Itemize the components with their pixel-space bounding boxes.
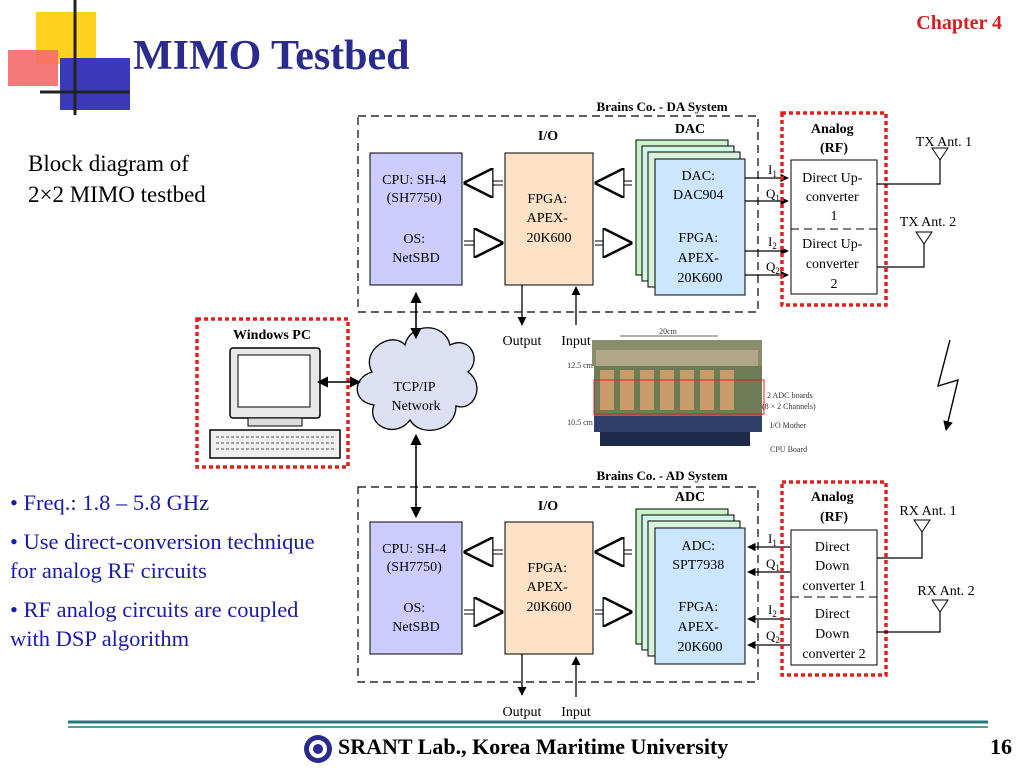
ad-adc-label: ADC (675, 490, 705, 505)
ad-input-label: Input (561, 705, 591, 720)
windows-pc-label: Windows PC (233, 328, 311, 343)
analog-rx-frame (780, 480, 888, 677)
ad-system-title: Brains Co. - AD System (596, 468, 727, 483)
ad-system-frame (357, 486, 759, 683)
svg-text:I2: I2 (768, 234, 777, 251)
keyboard-icon (209, 429, 341, 459)
bullet-item: • Freq.: 1.8 – 5.8 GHz (10, 490, 210, 515)
tx-antenna-2-icon (915, 231, 933, 245)
tcpip-network: TCP/IP Network (316, 291, 478, 519)
chapter-label: Chapter 4 (916, 12, 1002, 34)
svg-text:Q1: Q1 (766, 556, 780, 573)
bullet-list: • Freq.: 1.8 – 5.8 GHz • Use direct-conv… (10, 488, 340, 663)
slide-title: MIMO Testbed (133, 33, 410, 79)
analog-tx-frame (780, 111, 888, 307)
network-label: TCP/IP Network (392, 380, 441, 414)
rx-ant-1-label: RX Ant. 1 (899, 504, 956, 519)
svg-text:I1: I1 (768, 162, 777, 179)
da-cpu-box (369, 152, 463, 286)
upconverter-2-text: Direct Up- converter 2 (802, 237, 866, 292)
corner-decoration (8, 0, 130, 115)
rx-ant-2-label: RX Ant. 2 (917, 584, 974, 599)
ad-fpga-text: FPGA: APEX- 20K600 (526, 561, 571, 615)
network-cloud-icon (356, 327, 478, 431)
ad-cpu-box (369, 521, 463, 655)
analog-rx-title: Analog (RF) (811, 490, 857, 525)
upconverter-box (790, 159, 878, 295)
footer-lab-name: SRANT Lab., Korea Maritime University (338, 734, 729, 759)
ad-system: Brains Co. - AD System I/O ADC CPU: SH-4… (357, 468, 759, 720)
ad-adc-card (654, 527, 746, 665)
downconverter-1-text: Direct Down converter 1 (802, 540, 865, 594)
analog-rx: Analog (RF) Direct Down converter 1 Dire… (780, 480, 975, 677)
tx-ant-2-label: TX Ant. 2 (900, 215, 956, 230)
description-line-2: 2×2 MIMO testbed (28, 182, 206, 207)
da-output-label: Output (503, 334, 542, 349)
analog-tx: Analog (RF) Direct Up- converter 1 Direc… (780, 111, 972, 307)
svg-text:I1: I1 (768, 531, 777, 548)
page-number: 16 (990, 734, 1012, 759)
windows-pc: Windows PC (195, 317, 350, 469)
photo-adc-boards-label: 2 ADC boards (8 × 2 Channels) (762, 391, 816, 411)
da-system: Brains Co. - DA System I/O DAC CPU: SH-4… (357, 99, 759, 349)
bullet-item: • RF analog circuits are coupled with DS… (10, 597, 299, 651)
svg-text:12.5 cm: 12.5 cm (567, 361, 594, 370)
windows-pc-frame (195, 317, 350, 469)
description-line-1: Block diagram of (28, 151, 189, 176)
da-dac-text: DAC: DAC904 FPGA: APEX- 20K600 (673, 169, 727, 286)
svg-text:20cm: 20cm (659, 327, 678, 336)
svg-text:10.5 cm: 10.5 cm (567, 418, 594, 427)
tx-antenna-1-icon (931, 147, 949, 161)
da-system-title: Brains Co. - DA System (596, 99, 727, 114)
rx-antenna-2-icon (931, 599, 949, 613)
svg-text:Q1: Q1 (766, 186, 780, 203)
wireless-link-icon (937, 339, 959, 431)
ad-cpu-text: CPU: SH-4 (SH7750) OS: NetSBD (382, 542, 450, 635)
da-dac-label: DAC (675, 122, 705, 137)
downconverter-2-text: Direct Down converter 2 (802, 607, 865, 662)
da-fpga-text: FPGA: APEX- 20K600 (526, 192, 571, 246)
rx-antenna-1-icon (913, 519, 931, 533)
da-system-frame (357, 115, 759, 313)
bullet-item: • Use direct-conversion technique for an… (10, 529, 315, 583)
diagram-description: Block diagram of 2×2 MIMO testbed (28, 148, 206, 210)
da-io-label: I/O (538, 129, 558, 144)
upconverter-1-text: Direct Up- converter 1 (802, 171, 866, 224)
svg-text:I2: I2 (768, 602, 777, 619)
testbed-photo: 20cm 12.5 cm 10.5 cm 2 ADC boards (8 × 2… (567, 327, 816, 454)
da-dac-card (654, 158, 746, 296)
analog-tx-title: Analog (RF) (811, 122, 857, 156)
da-fpga-box (504, 152, 594, 286)
svg-text:Q2: Q2 (766, 628, 780, 645)
ad-output-label: Output (503, 705, 542, 720)
da-input-label: Input (561, 334, 591, 349)
da-cpu-text: CPU: SH-4 (SH7750) OS: NetSBD (382, 173, 450, 266)
ad-fpga-box (504, 521, 594, 655)
svg-text:I/O Mother: I/O Mother (770, 421, 807, 430)
tx-ant-1-label: TX Ant. 1 (916, 135, 972, 150)
ad-io-label: I/O (538, 499, 558, 514)
ad-adc-text: ADC: SPT7938 FPGA: APEX- 20K600 (672, 539, 728, 655)
svg-text:Q2: Q2 (766, 259, 780, 276)
svg-text:CPU Board: CPU Board (770, 445, 807, 454)
